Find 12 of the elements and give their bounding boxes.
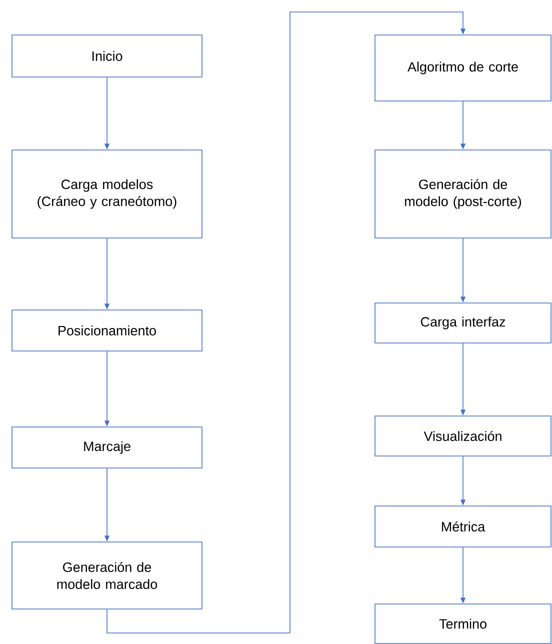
process-box: Carga modelos (Cráneo y craneótomo) [12, 150, 202, 238]
process-box: Generación de modelo (post-corte) [374, 150, 552, 238]
arrow [106, 12, 466, 634]
process-box: Marcaje [12, 426, 202, 468]
process-box: Inicio [12, 34, 202, 78]
process-box: Algoritmo de corte [374, 34, 552, 102]
process-box: Generación de modelo marcado [12, 542, 202, 610]
process-box: Posicionamiento [12, 310, 202, 352]
process-box: Termino [374, 604, 552, 644]
process-box: Métrica [374, 506, 552, 548]
process-box: Visualización [374, 416, 552, 456]
process-box: Carga interfaz [374, 302, 552, 344]
